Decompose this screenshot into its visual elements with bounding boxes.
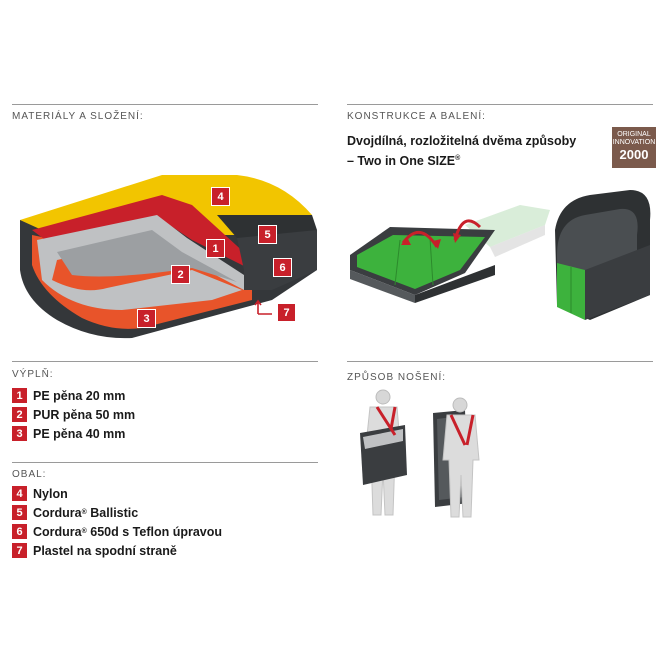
section-carry-label: ZPŮSOB NOŠENÍ: [347,372,447,383]
section-materials-label: MATERIÁLY A SLOŽENÍ: [12,111,144,122]
callout-6: 6 [273,258,292,277]
carry-methods-illustration [360,389,480,518]
section-construction-label: KONSTRUKCE A BALENÍ: [347,111,486,122]
item-number-badge: 6 [12,524,27,539]
folding-mattress-illustration [350,190,651,320]
list-item: 5 Cordura® Ballistic [12,503,222,522]
divider-mid-left [12,361,318,362]
filling-list: 1 PE pěna 20 mm 2 PUR pěna 50 mm 3 PE pě… [12,386,135,443]
headline-trademark: ® [455,155,461,162]
callout-4: 4 [211,187,230,206]
headline-line-1: Dvojdílná, rozložitelná dvěma způsoby [347,134,577,148]
list-item: 6 Cordura® 650d s Teflon úpravou [12,522,222,541]
badge-line-1: ORIGINAL [617,131,651,138]
item-text: Cordura [33,524,82,539]
list-item: 3 PE pěna 40 mm [12,424,135,443]
item-text-rest: Ballistic [86,505,139,520]
callout-1: 1 [206,239,225,258]
mattress-cross-section-illustration [20,175,317,339]
item-number-badge: 3 [12,426,27,441]
divider-top-left [12,104,318,105]
badge-year: 2000 [619,147,649,162]
item-text: PE pěna 20 mm [33,388,126,403]
item-number-badge: 1 [12,388,27,403]
divider-mid-right [347,361,653,362]
item-number-badge: 5 [12,505,27,520]
item-text-rest: 650d s Teflon úpravou [86,524,223,539]
item-text: Plastel na spodní straně [33,543,177,558]
bottom-pointer-arrow-icon [254,299,272,315]
item-number-badge: 7 [12,543,27,558]
callout-3: 3 [137,309,156,328]
cover-list: 4 Nylon 5 Cordura® Ballistic 6 Cordura® … [12,484,222,560]
callout-7: 7 [277,303,296,322]
badge-line-2: INNOVATION [612,139,656,146]
item-text: Nylon [33,486,68,501]
item-number-badge: 4 [12,486,27,501]
original-innovation-badge: ORIGINAL INNOVATION 2000 [612,127,656,168]
item-trademark: ® [81,509,87,516]
section-cover-label: OBAL: [12,469,47,480]
item-text: PE pěna 40 mm [33,426,126,441]
callout-5: 5 [258,225,277,244]
list-item: 1 PE pěna 20 mm [12,386,135,405]
construction-headline: Dvojdílná, rozložitelná dvěma způsoby – … [347,133,597,170]
item-trademark: ® [81,528,87,535]
list-item: 4 Nylon [12,484,222,503]
item-number-badge: 2 [12,407,27,422]
item-text: PUR pěna 50 mm [33,407,136,422]
divider-top-right [347,104,653,105]
list-item: 2 PUR pěna 50 mm [12,405,135,424]
headline-line-2: – Two in One SIZE [347,154,456,169]
list-item: 7 Plastel na spodní straně [12,541,222,560]
divider-cover [12,462,318,463]
item-text: Cordura [33,505,82,520]
section-filling-label: VÝPLŇ: [12,369,54,380]
callout-2: 2 [171,265,190,284]
